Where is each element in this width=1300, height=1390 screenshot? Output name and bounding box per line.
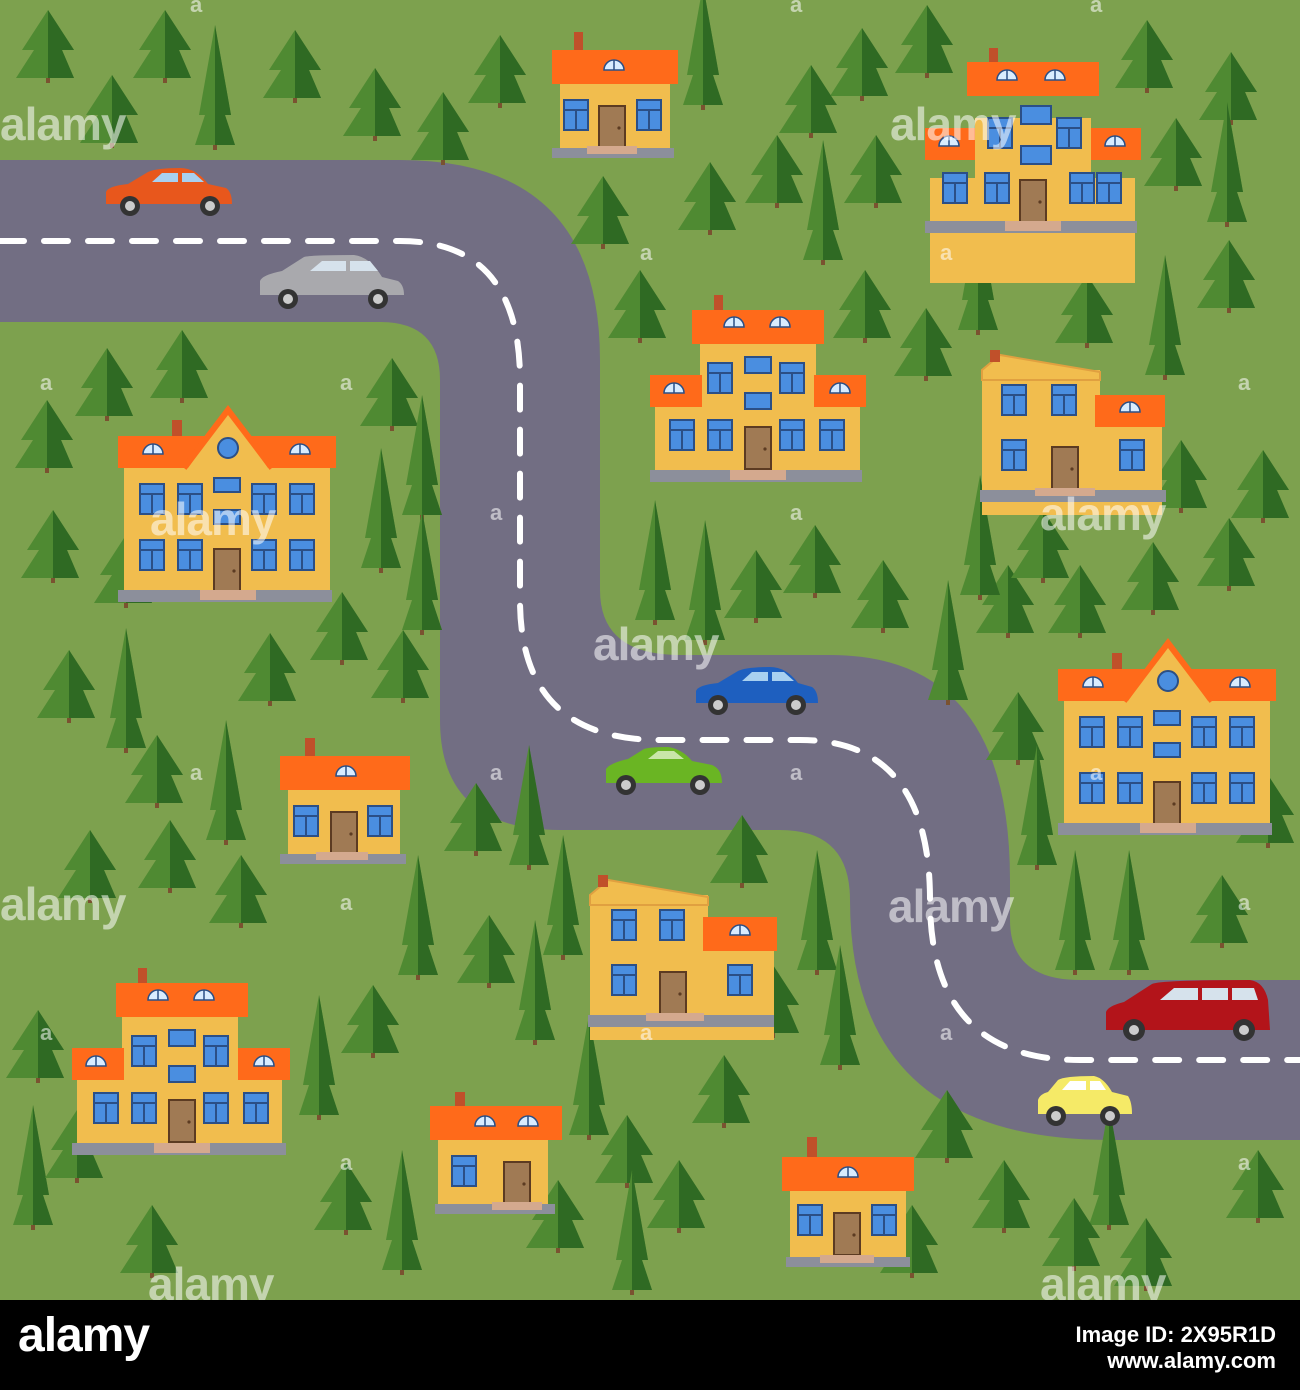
svg-text:a: a — [40, 1020, 53, 1045]
site-url: www.alamy.com — [1107, 1348, 1276, 1373]
image-id: Image ID: 2X95R1D — [1075, 1322, 1276, 1347]
gray-car — [260, 255, 404, 309]
watermark: alamy — [890, 98, 1017, 150]
svg-text:a: a — [490, 500, 503, 525]
red-minivan — [1106, 980, 1270, 1041]
svg-text:a: a — [790, 0, 803, 17]
house-two-part-right — [980, 350, 1166, 515]
house-small-bottom-right — [782, 1137, 914, 1267]
svg-text:a: a — [40, 370, 53, 395]
house-small-top — [552, 32, 678, 158]
svg-text:a: a — [340, 1150, 353, 1175]
watermark: alamy — [1040, 488, 1167, 540]
house-large-top-right — [925, 48, 1141, 283]
svg-text:a: a — [790, 500, 803, 525]
svg-text:a: a — [1238, 1150, 1251, 1175]
image-id-block: Image ID: 2X95R1D www.alamy.com — [1075, 1322, 1276, 1374]
svg-text:a: a — [640, 1020, 653, 1045]
svg-text:a: a — [1090, 0, 1103, 17]
watermark: alamy — [148, 1258, 275, 1300]
stock-bar — [0, 1300, 1300, 1390]
road — [0, 160, 1300, 1140]
svg-text:a: a — [1238, 890, 1251, 915]
house-small-bottom-center — [430, 1092, 562, 1214]
road-center-line — [0, 238, 1300, 1063]
svg-text:a: a — [790, 760, 803, 785]
house-gabled-left — [118, 405, 336, 602]
svg-text:a: a — [190, 760, 203, 785]
house-gabled-right — [1058, 638, 1276, 835]
blue-car — [696, 667, 818, 715]
green-car — [606, 747, 722, 795]
house-small-left — [280, 738, 410, 864]
svg-text:a: a — [640, 240, 653, 265]
svg-text:a: a — [940, 1020, 953, 1045]
watermark: alamy — [593, 618, 720, 670]
watermark: alamy — [150, 493, 277, 545]
watermark: alamy — [888, 880, 1015, 932]
svg-text:a: a — [190, 0, 203, 17]
svg-text:a: a — [940, 240, 953, 265]
house-two-part-center — [588, 875, 777, 1040]
house-large-bottom-left — [72, 968, 290, 1155]
watermark-layer: alamy alamy alamy alamy alamy alamy alam… — [0, 0, 1251, 1300]
watermark: alamy — [1040, 1258, 1167, 1300]
svg-text:a: a — [340, 370, 353, 395]
town-map-svg: alamy alamy alamy alamy alamy alamy alam… — [0, 0, 1300, 1300]
watermark: alamy — [0, 98, 127, 150]
svg-text:a: a — [490, 760, 503, 785]
watermark: alamy — [0, 878, 127, 930]
yellow-car — [1038, 1076, 1132, 1126]
house-large-center — [650, 295, 866, 482]
svg-text:a: a — [340, 890, 353, 915]
svg-text:a: a — [1238, 370, 1251, 395]
orange-car — [106, 168, 232, 216]
brand-logo: alamy — [18, 1309, 150, 1362]
svg-text:a: a — [1090, 760, 1103, 785]
